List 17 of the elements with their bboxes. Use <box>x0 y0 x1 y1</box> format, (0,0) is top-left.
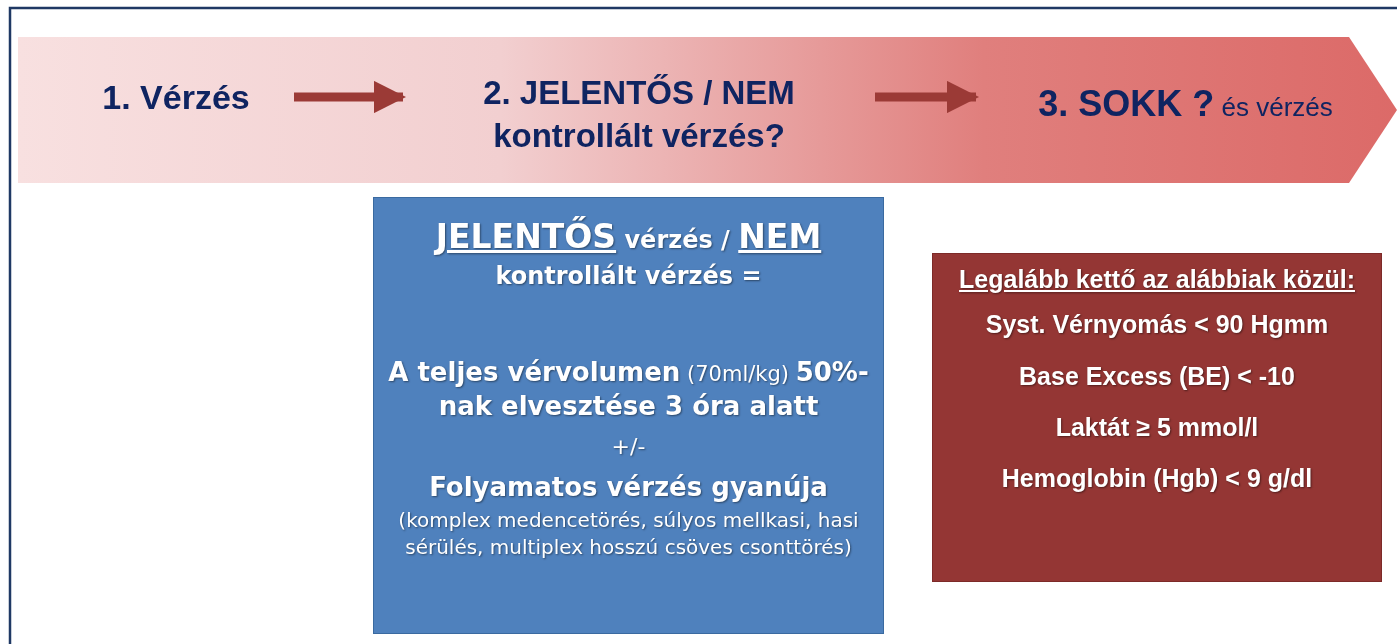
criterion-text: Hemoglobin (Hgb) < 9 g/dl <box>1001 463 1313 494</box>
criteria-box <box>373 197 884 634</box>
criterion-text: Folyamatos vérzés gyanúja <box>429 470 828 504</box>
box-heading: JELENTŐS vérzés / NEM kontrollált vérzés = <box>433 215 823 293</box>
stage-title: 3. SOKK ? és vérzés <box>1038 81 1333 126</box>
operator-text: +/- <box>611 433 646 461</box>
criteria-box <box>932 253 1382 582</box>
criterion-text: Laktát ≥ 5 mmol/l <box>1055 411 1259 443</box>
stage-title: 2. JELENTŐS / NEM kontrollált vérzés? <box>482 73 796 156</box>
box-heading: Legalább kettő az alábbiak közül: <box>959 264 1355 295</box>
criterion-text: Syst. Vérnyomás < 90 Hgmm <box>985 309 1329 341</box>
criterion-text: A teljes vérvolumen (70ml/kg) 50%-nak elvesztése 3 óra alatt <box>387 355 870 423</box>
criterion-text: Base Excess (BE) < -10 <box>1019 360 1295 392</box>
arrow <box>294 80 407 114</box>
arrow <box>875 80 980 114</box>
stage-title: 1. Vérzés <box>102 77 250 119</box>
note-text: (komplex medencetörés, súlyos mellkasi, hasi sérülés, multiplex hosszú csöves csonttörés) <box>397 507 860 562</box>
